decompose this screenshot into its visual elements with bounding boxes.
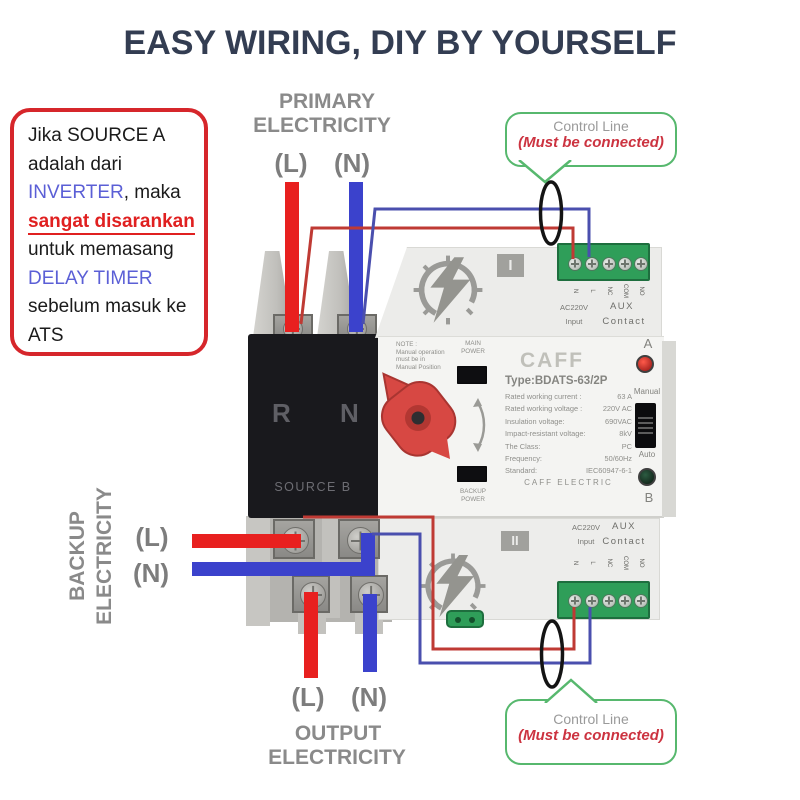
backup-neutral-label: (N) — [132, 558, 170, 588]
output-neutral-label: (N) — [350, 682, 388, 712]
output-label-2: ELECTRICITY — [268, 746, 406, 769]
jumper-block — [446, 610, 484, 628]
output-live-terminal — [292, 575, 330, 613]
model-label: Type:BDATS-63/2P — [505, 375, 608, 387]
terminal-tab — [298, 612, 326, 634]
marking-r: R — [272, 398, 291, 428]
ac-input-label-top: AC220V — [560, 303, 588, 312]
din-rail-edge — [246, 516, 270, 626]
ac-input-label-top2: Input — [565, 317, 583, 326]
auto-label: Auto — [638, 450, 656, 459]
callout-title: Control Line — [553, 118, 629, 134]
marking-n: N — [340, 398, 359, 428]
advice-line: sangat disarankan — [28, 208, 196, 237]
advice-line: Jika SOURCE A — [28, 125, 166, 146]
control-line-callout-bottom: Control Line (Must be connected) — [505, 699, 677, 765]
switch-direction-arrow — [473, 398, 486, 452]
advice-line: sebelum masuk ke — [28, 296, 187, 317]
advice-line: untuk memasang — [28, 239, 174, 260]
ac-input-label-bottom: AC220V — [572, 523, 600, 532]
led-a — [636, 355, 654, 373]
advice-line: ATS — [28, 324, 64, 346]
main-power-window — [457, 366, 487, 384]
primary-label-2: ELECTRICITY — [253, 114, 391, 137]
module-side-edge — [662, 341, 676, 517]
callout-note: (Must be connected) — [518, 134, 664, 151]
advice-line: INVERTER, maka — [28, 182, 181, 203]
advice-line: adalah dari — [28, 153, 123, 175]
output-label: OUTPUT — [294, 722, 382, 745]
position-a-label: A — [643, 336, 653, 351]
page-title: EASY WIRING, DIY BY YOURSELF — [123, 24, 677, 62]
backup-neutral-terminal — [338, 519, 380, 559]
control-terminal-bottom — [557, 581, 650, 619]
callout-title: Control Line — [553, 711, 629, 727]
aux-label-top: AUX — [609, 301, 635, 312]
aux-label-bottom: AUX — [611, 521, 637, 532]
primary-neutral-label: (N) — [333, 148, 371, 178]
section-badge-2: II — [501, 531, 529, 551]
primary-live-label: (L) — [274, 148, 308, 178]
primary-label: PRIMARY — [278, 90, 376, 113]
rotary-knob — [380, 372, 457, 459]
position-b-label: B — [644, 490, 654, 505]
control-line-callout-top: Control Line (Must be connected) — [505, 112, 677, 167]
callout-tail-bottom — [544, 678, 598, 703]
backup-label: BACKUP ELECTRICITY — [66, 487, 116, 625]
led-b — [638, 468, 656, 486]
mode-slider — [635, 403, 656, 448]
backup-power-window — [457, 466, 487, 482]
callout-note: (Must be connected) — [518, 727, 664, 744]
manufacturer-label: CAFF ELECTRIC — [524, 478, 613, 487]
output-live-label: (L) — [291, 682, 325, 712]
section-badge-1: I — [497, 254, 524, 277]
output-neutral-terminal — [350, 575, 388, 613]
switch-body: R N SOURCE B — [248, 334, 378, 518]
lightning-logo-icon — [413, 255, 483, 325]
aux-contact-label-bottom: Contact — [602, 536, 646, 547]
spec-table: Rated working current :63 A Rated workin… — [505, 392, 632, 476]
aux-contact-label-top: Contact — [602, 316, 646, 327]
backup-live-label: (L) — [135, 522, 169, 552]
marking-source-b: SOURCE B — [274, 480, 352, 494]
advice-box: Jika SOURCE A adalah dari INVERTER, maka… — [10, 108, 208, 356]
brand-label: CAFF — [520, 349, 584, 372]
control-line-circle-top — [538, 180, 564, 246]
control-terminal-top — [557, 243, 650, 281]
backup-live-terminal — [273, 519, 315, 559]
callout-tail-top — [518, 160, 572, 184]
advice-line: DELAY TIMER — [28, 267, 153, 289]
manual-label: Manual — [633, 387, 661, 396]
